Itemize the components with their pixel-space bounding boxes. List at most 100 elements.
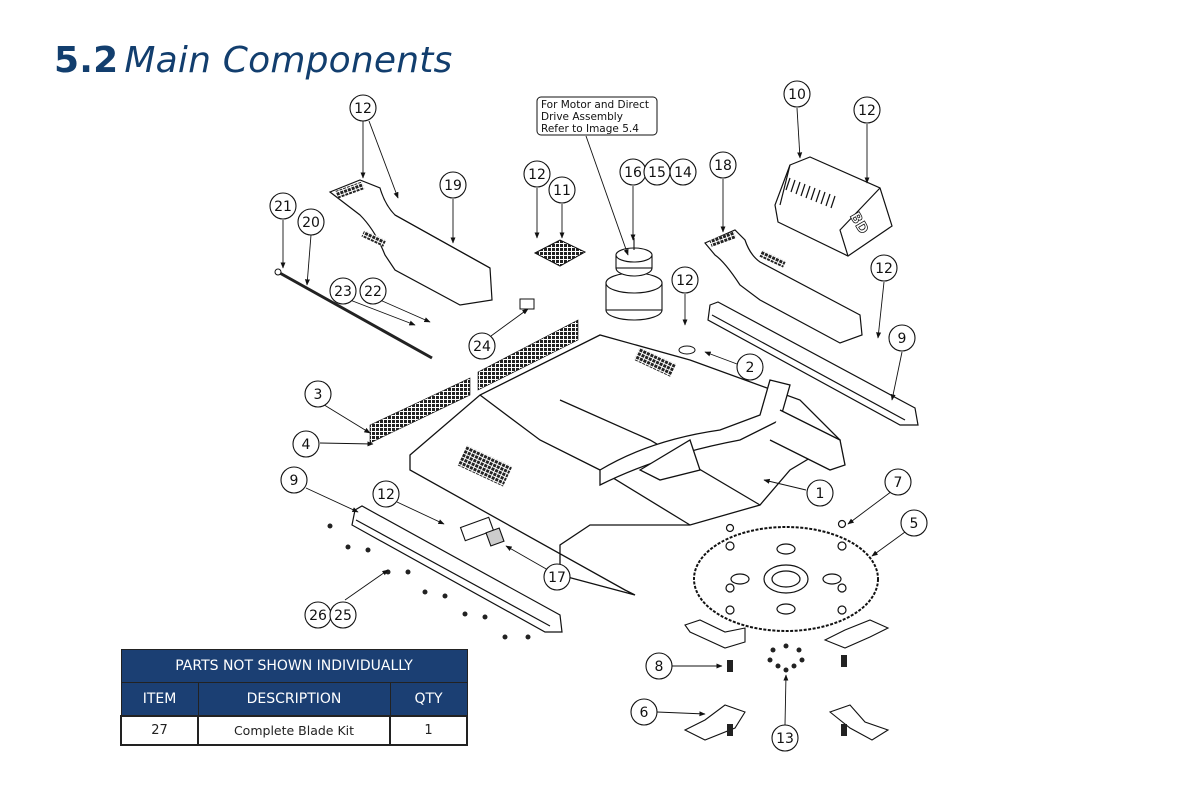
- callout-15: 15: [643, 158, 671, 186]
- callout-3: 3: [304, 380, 332, 408]
- callout-label: 11: [553, 183, 571, 199]
- callout-19: 19: [439, 171, 467, 199]
- callout-circle: [548, 176, 576, 204]
- callout-circle: [888, 324, 916, 352]
- callout-circle: [736, 353, 764, 381]
- callout-13: 13: [771, 724, 799, 752]
- callout-10: 10: [783, 80, 811, 108]
- parts-not-shown-table: PARTS NOT SHOWN INDIVIDUALLY ITEM DESCRI…: [120, 649, 468, 746]
- callout-20: 20: [297, 208, 325, 236]
- left-cover-panel-19: [328, 179, 493, 306]
- callout-circle: [372, 480, 400, 508]
- callout-label: 9: [898, 331, 907, 347]
- callout-label: 21: [274, 199, 292, 215]
- callout-circle: [292, 430, 320, 458]
- callout-label: 8: [655, 659, 664, 675]
- callout-circle: [297, 208, 325, 236]
- note-line-1: For Motor and Direct: [541, 99, 649, 111]
- cell-description: Complete Blade Kit: [197, 715, 391, 746]
- callout-circle: [269, 192, 297, 220]
- callout-circle: [329, 601, 357, 629]
- callout-label: 7: [894, 475, 903, 491]
- motor-assembly: [605, 238, 663, 321]
- callout-circle: [806, 479, 834, 507]
- callout-label: 13: [776, 731, 794, 747]
- callout-label: 12: [528, 167, 546, 183]
- bolts: [727, 643, 847, 736]
- callout-21: 21: [269, 192, 297, 220]
- callout-circle: [709, 151, 737, 179]
- callout-circle: [468, 332, 496, 360]
- callout-17: 17: [543, 563, 571, 591]
- callout-24: 24: [468, 332, 496, 360]
- callout-label: 6: [640, 705, 649, 721]
- callout-label: 22: [364, 284, 382, 300]
- callout-label: 15: [648, 165, 666, 181]
- leader-lines: [280, 107, 906, 726]
- column-header-description: DESCRIPTION: [197, 682, 391, 717]
- callout-22: 22: [359, 277, 387, 305]
- callout-label: 24: [473, 339, 491, 355]
- callout-label: 26: [309, 608, 327, 624]
- callout-circle: [671, 266, 699, 294]
- table-row: 27 Complete Blade Kit 1: [120, 715, 468, 746]
- callout-label: 9: [290, 473, 299, 489]
- callout-circle: [329, 277, 357, 305]
- callout-6: 6: [630, 698, 658, 726]
- rod-20: [274, 268, 433, 360]
- callout-circle: [669, 158, 697, 186]
- callout-label: 16: [624, 165, 642, 181]
- skid-rail-9-right: [707, 301, 919, 426]
- callout-9-left: 9: [280, 466, 308, 494]
- callout-label: 12: [676, 273, 694, 289]
- parts-table-title: PARTS NOT SHOWN INDIVIDUALLY: [120, 649, 468, 683]
- callout-label: 5: [910, 516, 919, 532]
- callout-circle: [870, 254, 898, 282]
- callout-9-right: 9: [888, 324, 916, 352]
- callout-label: 19: [444, 178, 462, 194]
- spindle-17: [459, 516, 505, 547]
- callout-circle: [900, 509, 928, 537]
- callout-4: 4: [292, 430, 320, 458]
- callout-16: 16: [619, 158, 647, 186]
- callout-circle: [783, 80, 811, 108]
- callout-2: 2: [736, 353, 764, 381]
- note-line-3: Refer to Image 5.4: [541, 123, 639, 135]
- callout-label: 20: [302, 215, 320, 231]
- callout-label: 18: [714, 158, 732, 174]
- callout-label: 12: [377, 487, 395, 503]
- mower-deck-frame-1: [409, 334, 846, 596]
- column-header-item: ITEM: [120, 682, 199, 717]
- grate-11: [533, 239, 587, 267]
- blade-disc-5: [693, 519, 879, 632]
- note-line-2: Drive Assembly: [541, 111, 623, 123]
- callout-circle: [359, 277, 387, 305]
- top-hood-10: BD: [774, 156, 893, 257]
- callout-circle: [280, 466, 308, 494]
- gasket-2: [678, 345, 696, 355]
- callout-26: 26: [304, 601, 332, 629]
- callout-circle: [304, 380, 332, 408]
- cell-qty: 1: [389, 715, 468, 746]
- callout-12-lower: 12: [372, 480, 400, 508]
- callout-label: 10: [788, 87, 806, 103]
- section-title: Main Components: [124, 40, 453, 81]
- callout-circle: [884, 468, 912, 496]
- callout-label: 1: [816, 486, 825, 502]
- callout-circle: [543, 563, 571, 591]
- callout-18: 18: [709, 151, 737, 179]
- callout-label: 12: [875, 261, 893, 277]
- right-cover-panel-18: [704, 229, 863, 344]
- callout-12-top-left: 12: [349, 94, 377, 122]
- callout-label: 12: [858, 103, 876, 119]
- callout-label: 12: [354, 101, 372, 117]
- callout-12-grate: 12: [523, 160, 551, 188]
- callout-14: 14: [669, 158, 697, 186]
- cell-item: 27: [120, 715, 199, 746]
- callout-12-top-right: 12: [853, 96, 881, 124]
- callout-23: 23: [329, 277, 357, 305]
- rubber-flap-3-4: [369, 319, 579, 444]
